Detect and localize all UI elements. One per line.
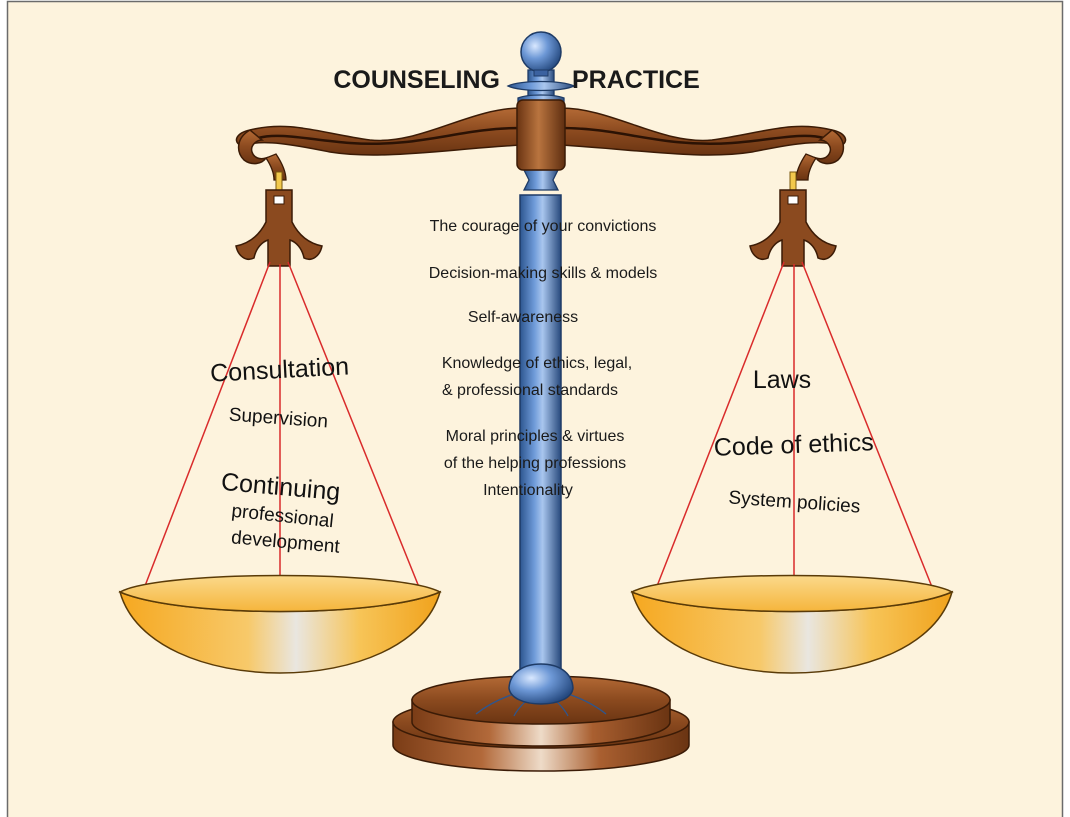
- right-pan-strings: [649, 261, 939, 626]
- right-pan: [630, 574, 954, 674]
- left-pan-strings: [137, 261, 426, 626]
- right-item-laws: Laws: [753, 366, 811, 394]
- center-item-knowledge-2: & professional standards: [442, 382, 618, 399]
- left-pan: [118, 574, 442, 674]
- center-item-moral-2: of the helping professions: [444, 455, 626, 472]
- center-item-courage: The courage of your convictions: [430, 218, 657, 235]
- scale-pole: [506, 31, 576, 705]
- center-item-knowledge-1: Knowledge of ethics, legal,: [442, 355, 632, 372]
- center-list: The courage of your convictions Decision…: [429, 218, 658, 499]
- center-item-moral-1: Moral principles & virtues: [446, 428, 625, 445]
- right-item-code-of-ethics: Code of ethics: [713, 428, 874, 462]
- center-item-intentionality: Intentionality: [483, 482, 573, 499]
- title-left: COUNSELING: [333, 66, 500, 94]
- center-item-self-awareness: Self-awareness: [468, 309, 578, 326]
- center-item-decision-making: Decision-making skills & models: [429, 265, 658, 282]
- scale-beam: [235, 99, 847, 181]
- title-right: PRACTICE: [572, 66, 700, 94]
